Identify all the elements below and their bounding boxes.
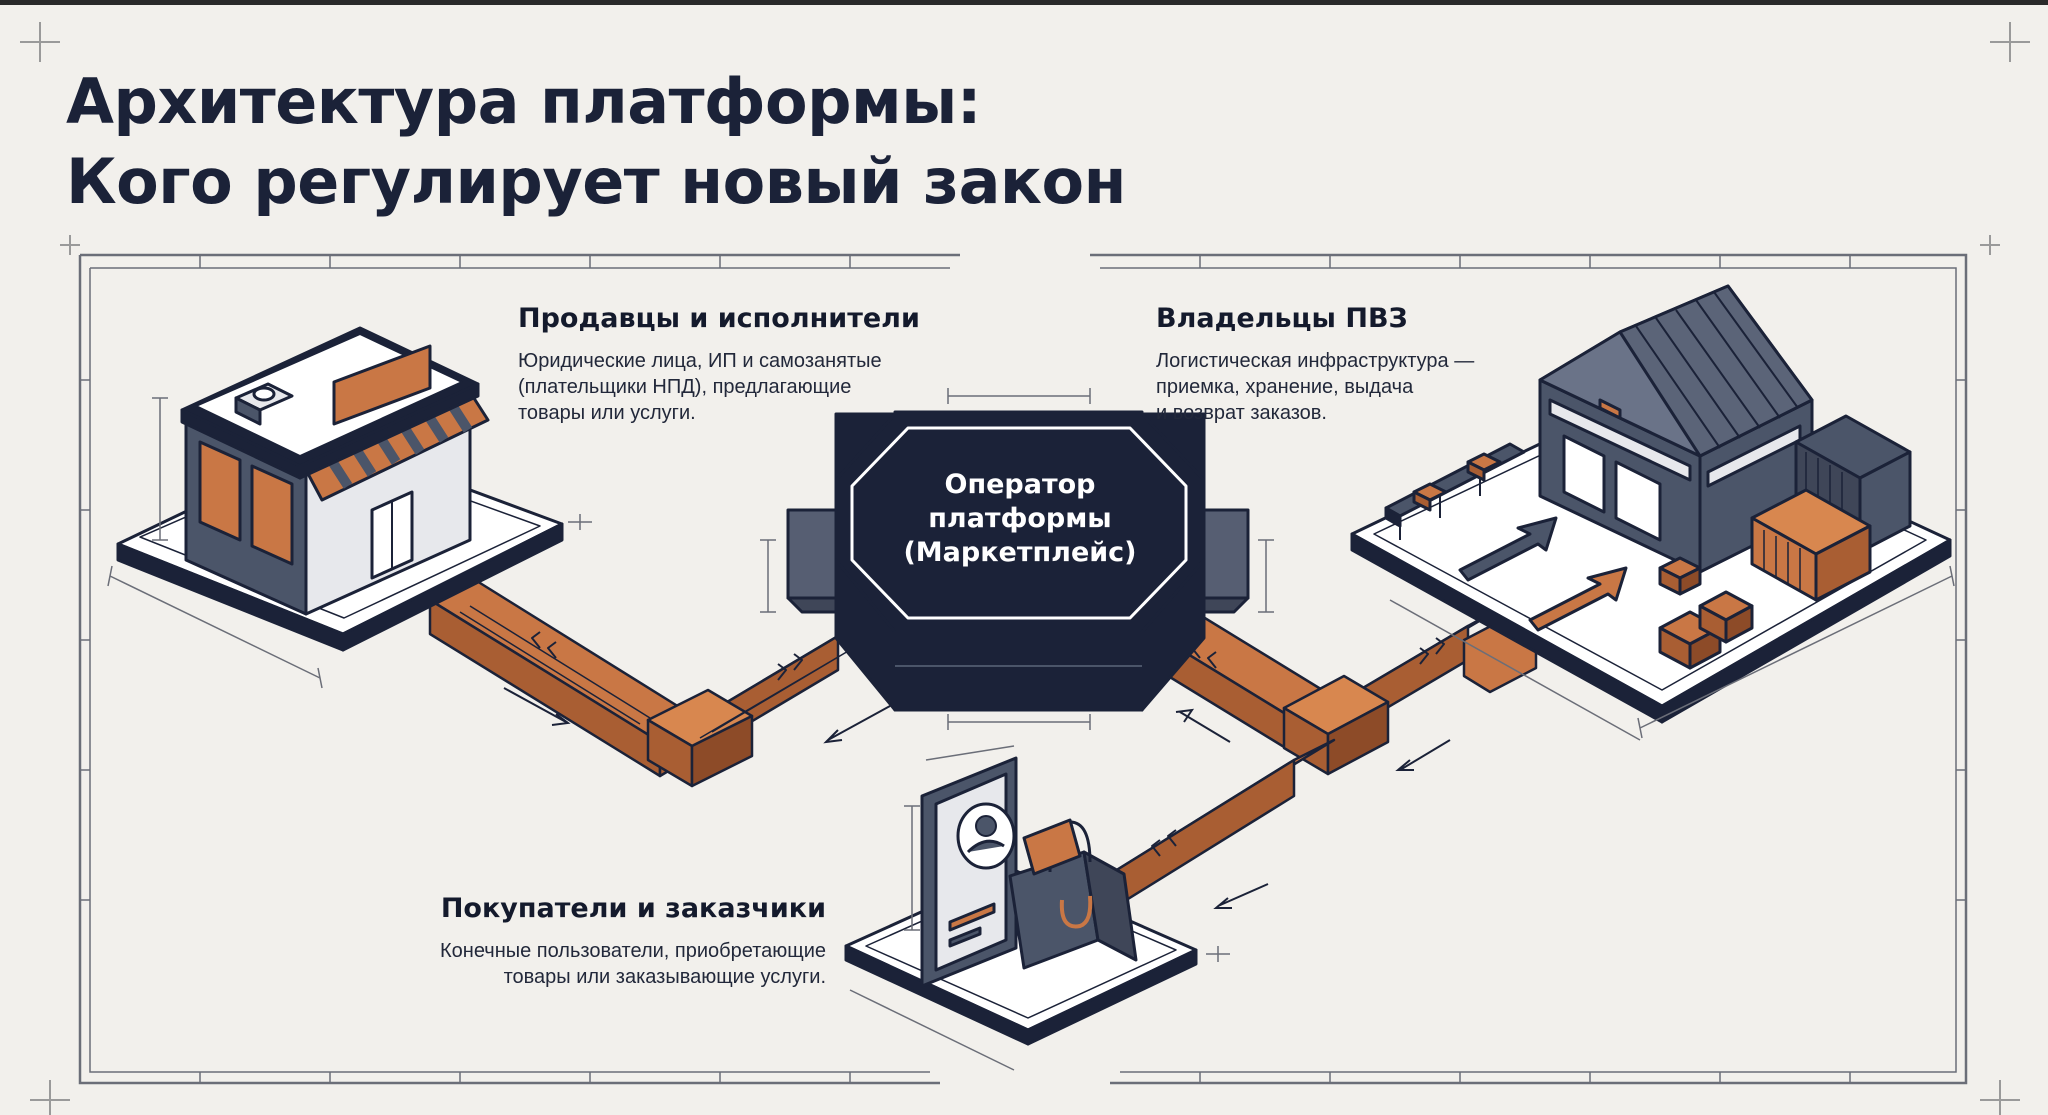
flow-arrows (503, 687, 1451, 909)
operator-label-line-1: Оператор (944, 469, 1096, 500)
sellers-description: Юридические лица, ИП и самозанятые (плат… (518, 350, 882, 424)
operator-label-line-3: (Маркетплейс) (903, 537, 1137, 568)
seller-shop-illustration (107, 326, 592, 689)
buyers-label: Покупатели и заказчики Конечные пользова… (380, 892, 826, 990)
operator-label: Оператор платформы (Маркетплейс) (880, 468, 1160, 570)
conveyor-seller-operator (428, 576, 880, 788)
operator-platform (760, 388, 1274, 730)
sellers-heading: Продавцы и исполнители (518, 303, 920, 334)
buyers-heading: Покупатели и заказчики (440, 893, 826, 924)
blueprint-frame (78, 253, 1968, 1085)
operator-label-line-2: платформы (928, 503, 1112, 534)
page-title-line-1: Архитектура платформы: (66, 65, 982, 138)
corner-marks (20, 22, 2030, 1115)
conveyor-buyers (1076, 738, 1336, 932)
pvz-heading: Владельцы ПВЗ (1156, 303, 1408, 334)
page-title: Архитектура платформы: Кого регулирует н… (66, 62, 1126, 222)
pvz-label: Владельцы ПВЗ Логистическая инфраструкту… (1156, 302, 1576, 426)
top-edge-bar (0, 0, 2048, 5)
pvz-description: Логистическая инфраструктура — приемка, … (1156, 350, 1475, 424)
page-title-line-2: Кого регулирует новый закон (66, 145, 1126, 218)
sellers-label: Продавцы и исполнители Юридические лица,… (518, 302, 958, 426)
buyers-description: Конечные пользователи, приобретающие тов… (440, 940, 826, 988)
buyers-illustration (844, 745, 1230, 1071)
pvz-warehouse-illustration (1350, 284, 1955, 741)
